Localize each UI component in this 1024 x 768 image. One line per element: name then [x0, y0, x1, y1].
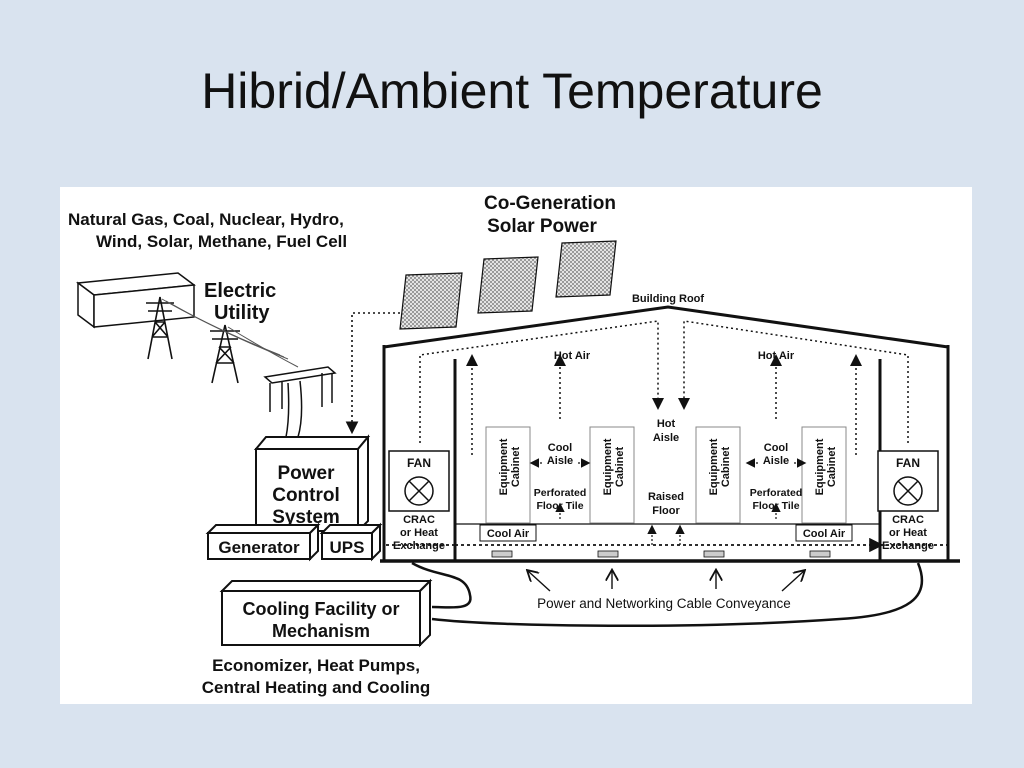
- hot-aisle-line1: Hot: [657, 418, 676, 430]
- hot-air-right-label: Hot Air: [758, 350, 795, 362]
- cool-aisle-left-line1: Cool: [548, 442, 572, 454]
- fan-left: FAN: [388, 450, 450, 512]
- crac-left-line1: CRAC: [403, 514, 435, 526]
- underfloor-plenum: Cool Air Cool Air: [384, 524, 948, 558]
- economizer-line1: Economizer, Heat Pumps,: [212, 656, 420, 675]
- energy-sources-line2: Wind, Solar, Methane, Fuel Cell: [96, 232, 347, 251]
- cogeneration-line2: Solar Power: [487, 216, 597, 237]
- power-control-line1: Power: [277, 463, 335, 484]
- cabinet-label: Cabinet: [614, 446, 626, 487]
- hot-air-left-label: Hot Air: [554, 350, 591, 362]
- crac-left-line3: Exchange: [393, 540, 445, 552]
- cabinet-label: Equipment: [602, 438, 614, 495]
- hot-aisle-line2: Aisle: [653, 432, 679, 444]
- cooling-facility-line1: Cooling Facility or: [242, 599, 399, 619]
- fan-left-label: FAN: [407, 456, 431, 470]
- ups-label: UPS: [330, 538, 365, 557]
- cool-air-right-label: Cool Air: [803, 528, 846, 540]
- electric-utility-line2: Utility: [214, 302, 270, 324]
- cool-aisle-left-line2: Aisle: [547, 455, 573, 467]
- ups-box: [319, 522, 383, 562]
- crac-right-line1: CRAC: [892, 514, 924, 526]
- generator-box: [205, 522, 321, 562]
- fan-right-label: FAN: [896, 456, 920, 470]
- slide-title: Hibrid/Ambient Temperature: [201, 63, 823, 119]
- utility-pole-icon: [263, 366, 337, 438]
- cabinet-label: Cabinet: [510, 446, 522, 487]
- perforated-tile-left-line1: Perforated: [534, 487, 587, 499]
- cool-aisle-right-line2: Aisle: [763, 455, 789, 467]
- perforated-tile-right-line1: Perforated: [750, 487, 803, 499]
- cabinet-label: Cabinet: [826, 446, 838, 487]
- data-center-diagram: Natural Gas, Coal, Nuclear, Hydro, Wind,…: [60, 187, 972, 704]
- crac-right-line2: or Heat: [889, 527, 927, 539]
- cable-conveyance-arrows: [528, 571, 804, 592]
- cool-air-left-label: Cool Air: [487, 528, 530, 540]
- equipment-cabinets: [485, 426, 847, 524]
- building-roof-label: Building Roof: [632, 293, 704, 305]
- cabinet-label: Cabinet: [720, 446, 732, 487]
- cooling-facility-line2: Mechanism: [272, 621, 370, 641]
- cabinet-label: Equipment: [814, 438, 826, 495]
- crac-right-line3: Exchange: [882, 540, 934, 552]
- cooling-facility: [219, 578, 433, 648]
- cogeneration-line1: Co-Generation: [484, 193, 616, 214]
- airflow-arrows: [529, 458, 807, 545]
- cool-aisle-right-line1: Cool: [764, 442, 788, 454]
- electric-utility-line1: Electric: [204, 280, 276, 302]
- raised-floor-line1: Raised: [648, 491, 684, 503]
- power-plant-icon: [76, 272, 196, 329]
- cooling-pipes: [411, 561, 924, 628]
- power-control-system: [253, 434, 371, 534]
- equipment-cabinet-labels: Equipment Cabinet Equipment Cabinet Equi…: [498, 438, 838, 495]
- generator-label: Generator: [218, 538, 300, 557]
- crac-left-line2: or Heat: [400, 527, 438, 539]
- hot-air-flow: [419, 320, 909, 455]
- raised-floor-line2: Floor: [652, 505, 680, 517]
- energy-sources-line1: Natural Gas, Coal, Nuclear, Hydro,: [68, 210, 344, 229]
- cabinet-label: Equipment: [708, 438, 720, 495]
- power-lines-icon: [161, 298, 299, 368]
- economizer-line2: Central Heating and Cooling: [202, 678, 431, 697]
- cable-conveyance-label: Power and Networking Cable Conveyance: [537, 596, 791, 611]
- solar-feed-line: [345, 312, 400, 435]
- cabinet-label: Equipment: [498, 438, 510, 495]
- power-control-line2: Control: [272, 485, 340, 506]
- fan-right: FAN: [877, 450, 939, 512]
- solar-panel-icon: [399, 240, 617, 330]
- power-control-line3: System: [272, 507, 340, 528]
